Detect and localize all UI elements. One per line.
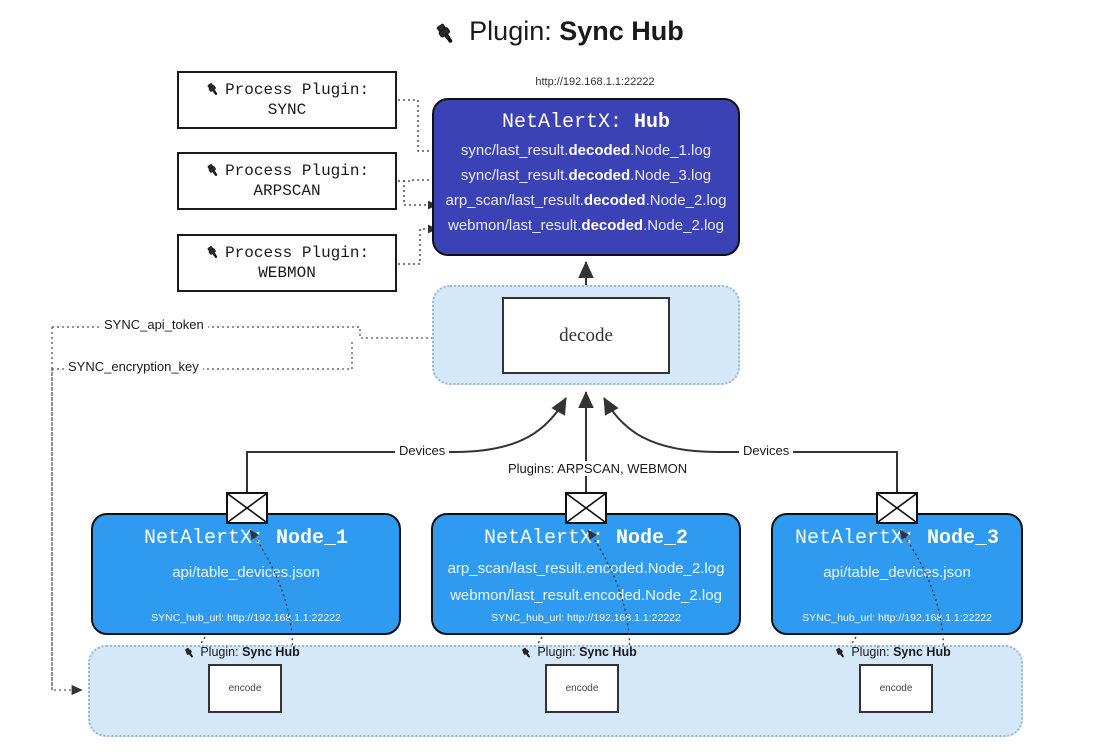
hub-log-line: arp_scan/last_result.decoded.Node_2.log [445, 192, 727, 209]
envelope-icon [876, 492, 918, 524]
encode-box-2[interactable]: encode [545, 664, 619, 713]
node-hub-url: SYNC_hub_url: http://192.168.1.1:22222 [491, 612, 681, 624]
plug-icon [520, 646, 536, 660]
process-plugin-box-webmon[interactable]: Process Plugin: WEBMON [177, 234, 397, 292]
plug-icon [834, 646, 850, 660]
sync-api-token-label: SYNC_api_token [100, 317, 208, 332]
node-hub-url: SYNC_hub_url: http://192.168.1.1:22222 [802, 612, 992, 624]
node-title: NetAlertX: Node_3 [795, 527, 999, 550]
node-title-name: Node_3 [927, 527, 1000, 550]
process-plugin-box-sync[interactable]: Process Plugin: SYNC [177, 71, 397, 129]
decode-box[interactable]: decode [502, 297, 670, 374]
hub-log-line: sync/last_result.decoded.Node_3.log [460, 167, 712, 184]
node-title-prefix: NetAlertX: [483, 527, 604, 550]
process-plugin-title: Process Plugin: [225, 161, 370, 180]
encode-caption-name: Sync Hub [242, 645, 300, 659]
process-plugin-title: Process Plugin: [225, 80, 370, 99]
plug-icon [183, 646, 199, 660]
plugins-label-center: Plugins: ARPSCAN, WEBMON [504, 461, 692, 476]
process-plugin-line1: Process Plugin: [205, 80, 369, 101]
node-title-name: Node_2 [616, 527, 689, 550]
node-resource-line: arp_scan/last_result.encoded.Node_2.log [447, 560, 725, 577]
node-title-name: Node_1 [276, 527, 349, 550]
devices-label-right: Devices [739, 443, 794, 458]
hub-title: NetAlertX: Hub [502, 111, 670, 134]
plug-icon [205, 245, 225, 262]
node-resource-line: api/table_devices.json [823, 564, 971, 581]
hub-box[interactable]: NetAlertX: Hub sync/last_result.decoded.… [432, 98, 740, 256]
node-box-node-2[interactable]: NetAlertX: Node_2 arp_scan/last_result.e… [431, 513, 741, 635]
page-title-prefix: Plugin: [469, 16, 552, 46]
process-plugin-name: ARPSCAN [253, 182, 321, 201]
process-plugin-line1: Process Plugin: [205, 161, 369, 182]
node-title-prefix: NetAlertX: [794, 527, 915, 550]
hub-title-name: Hub [634, 111, 671, 134]
process-plugin-name: WEBMON [258, 264, 316, 283]
encode-caption-3: Plugin: Sync Hub [834, 645, 951, 660]
node-title: NetAlertX: Node_2 [484, 527, 688, 550]
plug-icon [205, 163, 225, 180]
encode-caption-name: Sync Hub [893, 645, 951, 659]
hub-title-prefix: NetAlertX: [501, 111, 622, 134]
process-plugin-title: Process Plugin: [225, 243, 370, 262]
envelope-icon [226, 492, 268, 524]
encode-caption-1: Plugin: Sync Hub [183, 645, 300, 660]
plug-icon [433, 20, 465, 48]
envelope-icon [565, 492, 607, 524]
process-plugin-box-arpscan[interactable]: Process Plugin: ARPSCAN [177, 152, 397, 210]
page-title: Plugin: Sync Hub [0, 16, 1117, 49]
encode-caption-name: Sync Hub [579, 645, 637, 659]
encode-caption-prefix: Plugin: [200, 645, 239, 659]
node-resource-line: api/table_devices.json [172, 564, 320, 581]
node-box-node-1[interactable]: NetAlertX: Node_1 api/table_devices.json… [91, 513, 401, 635]
node-resource-line: webmon/last_result.encoded.Node_2.log [450, 587, 722, 604]
process-plugin-name: SYNC [267, 101, 307, 120]
encode-box-3[interactable]: encode [859, 664, 933, 713]
devices-label-left: Devices [395, 443, 450, 458]
page-title-name: Sync Hub [559, 16, 684, 46]
node-title: NetAlertX: Node_1 [144, 527, 348, 550]
encode-box-1[interactable]: encode [208, 664, 282, 713]
sync-encryption-key-label: SYNC_encryption_key [64, 359, 203, 374]
node-hub-url: SYNC_hub_url: http://192.168.1.1:22222 [151, 612, 341, 624]
hub-log-line: sync/last_result.decoded.Node_1.log [460, 142, 712, 159]
hub-log-line: webmon/last_result.decoded.Node_2.log [448, 217, 724, 234]
encode-caption-prefix: Plugin: [851, 645, 890, 659]
hub-url-label: http://192.168.1.1:22222 [535, 76, 655, 88]
node-box-node-3[interactable]: NetAlertX: Node_3 api/table_devices.json… [771, 513, 1023, 635]
encode-caption-prefix: Plugin: [537, 645, 576, 659]
encode-caption-2: Plugin: Sync Hub [520, 645, 637, 660]
node-title-prefix: NetAlertX: [143, 527, 264, 550]
process-plugin-line1: Process Plugin: [205, 243, 369, 264]
plug-icon [205, 82, 225, 99]
